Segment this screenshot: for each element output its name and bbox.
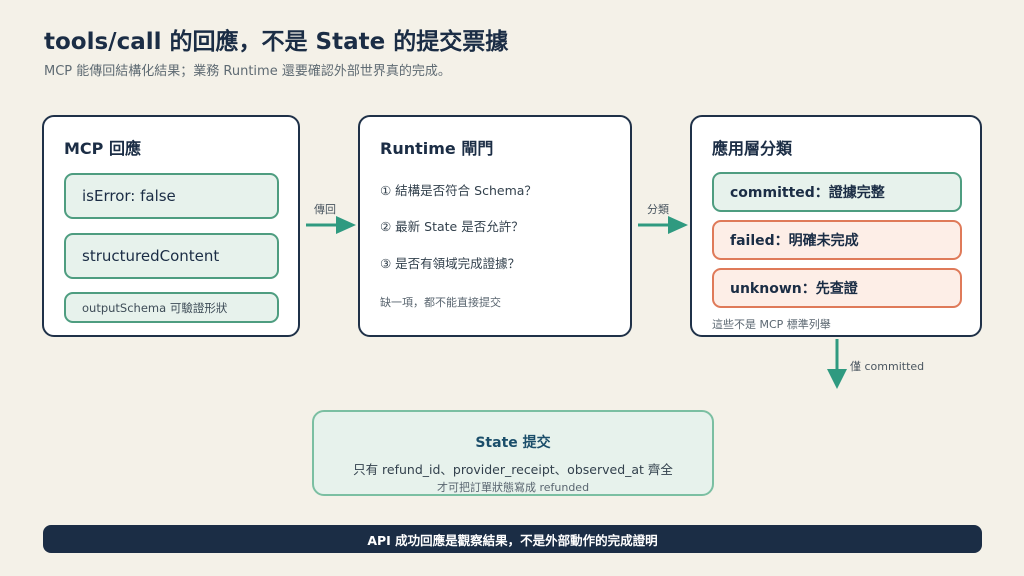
runtime-question-3: ③ 是否有領域完成證據？: [380, 256, 521, 271]
state-commit-box: State 提交 只有 refund_id、provider_receipt、o…: [312, 410, 714, 496]
runtime-card-note: 缺一項，都不能直接提交: [380, 296, 501, 309]
committed-pill: committed：證據完整: [712, 172, 962, 212]
footer-banner: API 成功回應是觀察結果，不是外部動作的完成證明: [43, 525, 982, 553]
arrow-label-only-committed: 僅 committed: [850, 360, 925, 373]
app-card-note: 這些不是 MCP 標準列舉: [712, 318, 831, 331]
state-commit-condition: 只有 refund_id、provider_receipt、observed_a…: [353, 462, 673, 477]
arrow-label-return: 傳回: [314, 203, 336, 216]
mcp-response-card: MCP 回應 isError: false structuredContent …: [42, 115, 300, 337]
runtime-question-1: ① 結構是否符合 Schema？: [380, 183, 537, 198]
arrow-right-icon: [306, 216, 356, 234]
app-card-title: 應用層分類: [712, 139, 793, 158]
mcp-card-title: MCP 回應: [64, 139, 141, 158]
structured-content-pill: structuredContent: [64, 233, 279, 279]
runtime-question-2: ② 最新 State 是否允許？: [380, 219, 524, 234]
runtime-card-title: Runtime 閘門: [380, 139, 494, 158]
arrow-down-icon: [827, 339, 847, 389]
runtime-gate-card: Runtime 閘門 ① 結構是否符合 Schema？ ② 最新 State 是…: [358, 115, 632, 337]
arrow-label-classify: 分類: [647, 203, 669, 216]
arrow-right-icon: [638, 216, 688, 234]
is-error-pill: isError: false: [64, 173, 279, 219]
app-classification-card: 應用層分類 committed：證據完整 failed：明確未完成 unknow…: [690, 115, 982, 337]
state-commit-result: 才可把訂單狀態寫成 refunded: [436, 481, 590, 494]
page-subtitle: MCP 能傳回結構化結果；業務 Runtime 還要確認外部世界真的完成。: [44, 64, 451, 79]
output-schema-pill: outputSchema 可驗證形狀: [64, 292, 279, 323]
state-commit-title: State 提交: [475, 435, 551, 451]
page-title: tools/call 的回應，不是 State 的提交票據: [44, 29, 509, 55]
unknown-pill: unknown：先查證: [712, 268, 962, 308]
failed-pill: failed：明確未完成: [712, 220, 962, 260]
